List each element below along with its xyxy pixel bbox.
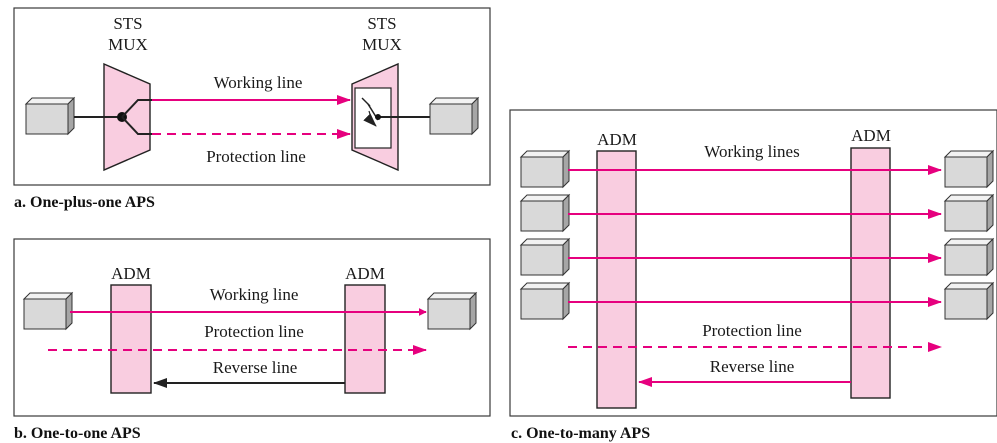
panel-b-frame	[13, 238, 491, 417]
panel-one-to-one: ADM ADM Working line Protection line Rev…	[13, 238, 491, 417]
right-mux-label-line2: MUX	[362, 35, 402, 54]
host-c-left-3-icon	[520, 238, 570, 276]
host-a-right-icon	[429, 97, 479, 135]
host-c-right-3-icon	[944, 238, 994, 276]
panel-one-to-many: ADM ADM Working lines Protection line Re…	[509, 109, 997, 417]
host-c-left-2-icon	[520, 194, 570, 232]
left-mux-label-line2: MUX	[108, 35, 148, 54]
adm-b-left	[110, 284, 152, 394]
caption-b: b. One-to-one APS	[14, 425, 141, 442]
panel-c-frame	[509, 109, 997, 417]
protection-line-c-label: Protection line	[702, 321, 802, 340]
caption-c: c. One-to-many APS	[511, 425, 650, 442]
host-c-left-1-icon	[520, 150, 570, 188]
adm-c-left	[596, 150, 637, 409]
adm-c-right	[850, 147, 891, 399]
adm-c-right-label: ADM	[851, 126, 891, 145]
switch-arrow-icon	[363, 110, 377, 127]
protection-line-a-label: Protection line	[206, 147, 306, 166]
adm-c-left-label: ADM	[597, 130, 637, 149]
left-sts-label-line1: STS	[113, 14, 142, 33]
host-c-right-1-icon	[944, 150, 994, 188]
working-lines-c-label: Working lines	[704, 142, 799, 161]
host-b-left-icon	[23, 292, 73, 330]
host-c-left-4-icon	[520, 282, 570, 320]
caption-a: a. One-plus-one APS	[14, 194, 155, 211]
adm-b-right	[344, 284, 386, 394]
adm-b-left-label: ADM	[111, 264, 151, 283]
right-sts-label-line1: STS	[367, 14, 396, 33]
host-c-right-2-icon	[944, 194, 994, 232]
host-c-right-4-icon	[944, 282, 994, 320]
working-line-a-label: Working line	[214, 73, 303, 92]
host-a-left-icon	[25, 97, 75, 135]
reverse-line-b-label: Reverse line	[213, 358, 298, 377]
split-upper	[121, 99, 152, 118]
reverse-line-c-label: Reverse line	[710, 357, 795, 376]
switch-pivot	[375, 114, 381, 120]
working-line-b-label: Working line	[210, 285, 299, 304]
split-lower	[121, 116, 152, 135]
panel-one-plus-one: STS MUX STS MUX Working line Protection …	[13, 7, 491, 186]
protection-line-b-label: Protection line	[204, 322, 304, 341]
adm-b-right-label: ADM	[345, 264, 385, 283]
panel-a-frame	[13, 7, 491, 186]
host-b-right-icon	[427, 292, 477, 330]
